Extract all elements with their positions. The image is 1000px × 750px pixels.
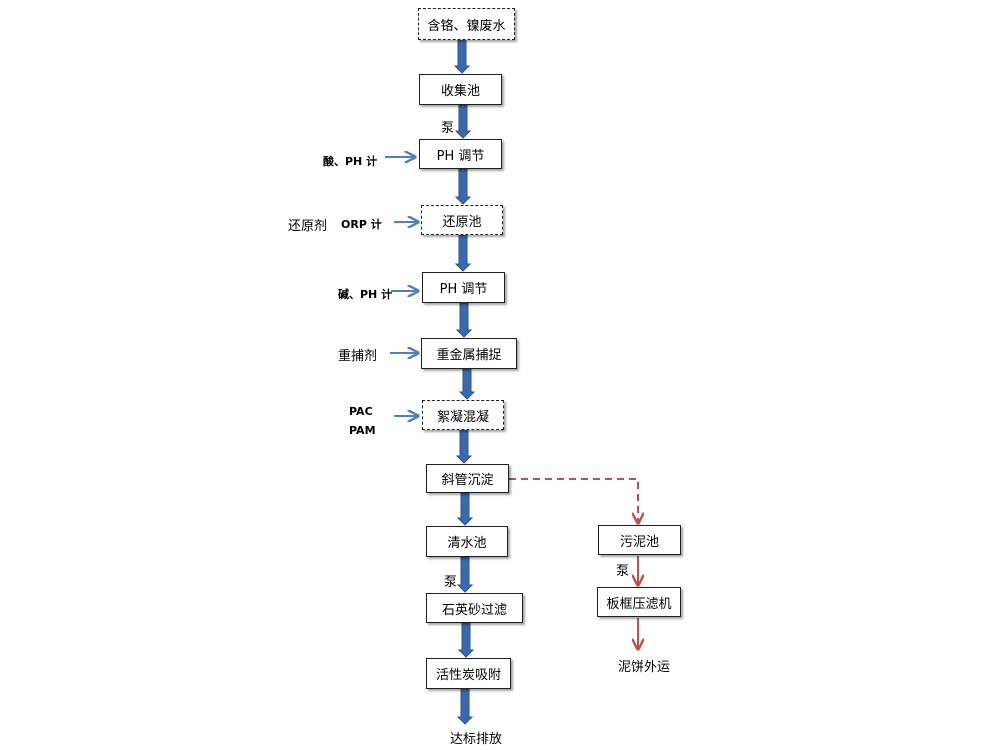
label-acid-ph-meter: 酸、PH 计 [323,155,378,168]
flow-arrow-2 [454,104,472,139]
flow-arrow-10 [457,622,475,658]
node-flocculation: 絮凝混凝 [422,400,504,430]
flow-arrow-8 [456,492,474,526]
label-heavy-capture-agent: 重捕剂 [338,349,378,364]
node-sludge-tank: 污泥池 [598,525,681,555]
flow-arrow-4 [454,234,472,272]
main-flow-arrows [453,39,476,725]
label-discharge: 达标排放 [450,732,503,747]
node-inclined-tube-settling: 斜管沉淀 [426,464,509,493]
flow-arrow-3 [454,168,472,205]
label-orp-meter: ORP 计 [341,218,382,231]
node-activated-carbon: 活性炭吸附 [426,658,511,689]
flow-arrow-7 [455,429,473,464]
node-reduction-tank: 还原池 [421,205,503,235]
flow-arrow-1 [453,39,471,74]
node-collection-tank: 收集池 [419,74,502,105]
node-clear-water-tank: 清水池 [426,526,508,557]
label-alkali-ph-meter: 碱、PH 计 [338,288,393,301]
label-sludge-cake-out: 泥饼外运 [618,660,671,675]
flow-arrow-11 [456,688,474,725]
flow-arrow-9 [456,556,474,593]
node-wastewater: 含铬、镍废水 [418,8,515,40]
node-heavy-metal-capture: 重金属捕捉 [421,338,517,369]
node-ph-adjust-1: PH 调节 [419,139,502,169]
dosing-arrows [385,157,417,416]
sludge-flow-arrows [509,478,638,648]
flow-arrow-6 [458,368,476,400]
label-pump-1: 泵 [441,121,455,136]
node-filter-press: 板框压滤机 [597,587,681,617]
node-quartz-sand-filter: 石英砂过滤 [426,593,523,623]
label-pump-3: 泵 [616,564,630,579]
label-reducing-agent: 还原剂 [288,219,328,234]
sludge-dashed-arrow [509,478,638,522]
flow-arrow-5 [455,302,473,338]
label-pac: PAC [349,405,373,418]
label-pump-2: 泵 [444,575,458,590]
label-pam: PAM [349,424,376,437]
node-ph-adjust-2: PH 调节 [422,272,505,303]
